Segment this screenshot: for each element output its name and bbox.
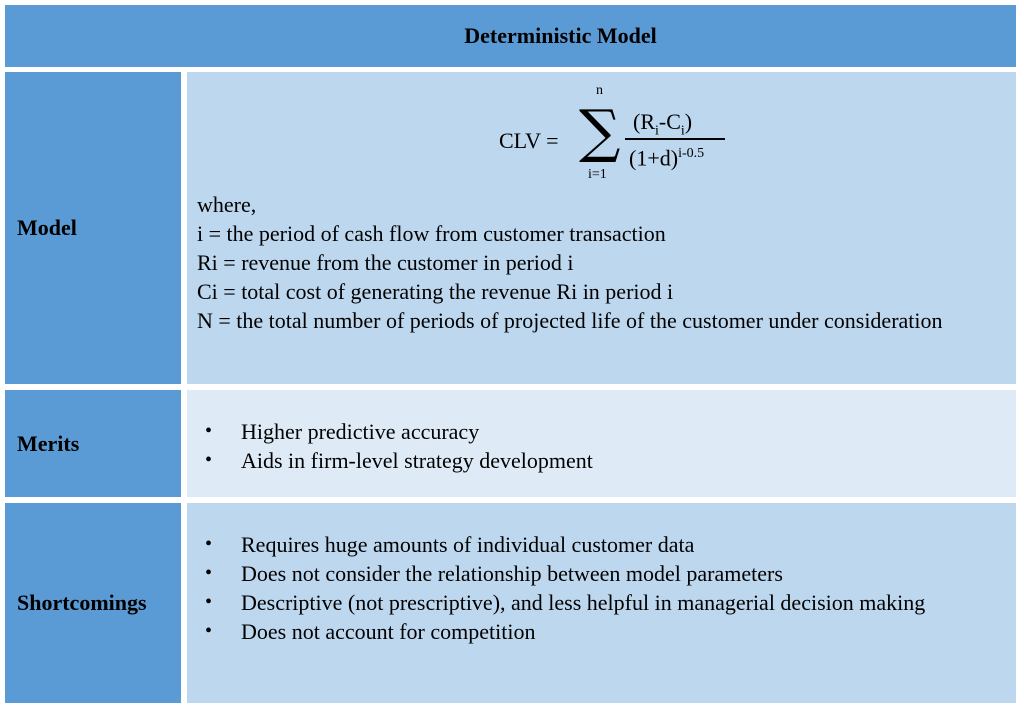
shortcomings-list: •Requires huge amounts of individual cus…: [205, 530, 1004, 646]
list-item: •Higher predictive accuracy: [205, 419, 480, 444]
definition-line: i = the period of cash flow from custome…: [197, 221, 666, 246]
row-label-model: Model: [5, 72, 181, 384]
definition-line: where,: [197, 192, 257, 217]
formula-lhs: CLV =: [499, 128, 559, 153]
formula-denominator: (1+d)i-0.5: [629, 145, 705, 171]
row-label-shortcomings: Shortcomings: [5, 503, 181, 703]
merits-content: •Higher predictive accuracy •Aids in fir…: [187, 390, 1016, 497]
bullet-icon: •: [205, 562, 213, 584]
bullet-icon: •: [205, 449, 213, 471]
fraction-bar: [625, 138, 725, 140]
list-item: •Does not account for competition: [205, 619, 536, 644]
list-item: •Requires huge amounts of individual cus…: [205, 532, 695, 557]
definition-line: Ci = total cost of generating the revenu…: [197, 279, 674, 304]
row-label-merits: Merits: [5, 390, 181, 497]
merits-list: •Higher predictive accuracy •Aids in fir…: [205, 417, 1004, 475]
shortcomings-content: •Requires huge amounts of individual cus…: [187, 503, 1016, 703]
list-item: •Does not consider the relationship betw…: [205, 561, 783, 586]
bullet-icon: •: [205, 533, 213, 555]
model-content: CLV = n ∑ i=1 (Ri-Ci) (1+d)i-0.5 where, …: [187, 72, 1016, 384]
formula-definitions: where, i = the period of cash flow from …: [197, 190, 1004, 335]
sum-lower-limit: i=1: [588, 167, 607, 182]
list-item: •Descriptive (not prescriptive), and les…: [205, 590, 926, 615]
clv-formula: CLV = n ∑ i=1 (Ri-Ci) (1+d)i-0.5: [197, 84, 1004, 198]
bullet-icon: •: [205, 591, 213, 613]
list-item: •Aids in firm-level strategy development: [205, 448, 593, 473]
summation-sign: ∑: [579, 97, 621, 165]
definition-line: Ri = revenue from the customer in period…: [197, 250, 574, 275]
sum-upper-limit: n: [596, 83, 603, 98]
bullet-icon: •: [205, 620, 213, 642]
table-title: Deterministic Model: [5, 5, 1016, 67]
formula-numerator: (Ri-Ci): [633, 109, 693, 139]
bullet-icon: •: [205, 420, 213, 442]
definition-line: N = the total number of periods of proje…: [197, 308, 943, 333]
